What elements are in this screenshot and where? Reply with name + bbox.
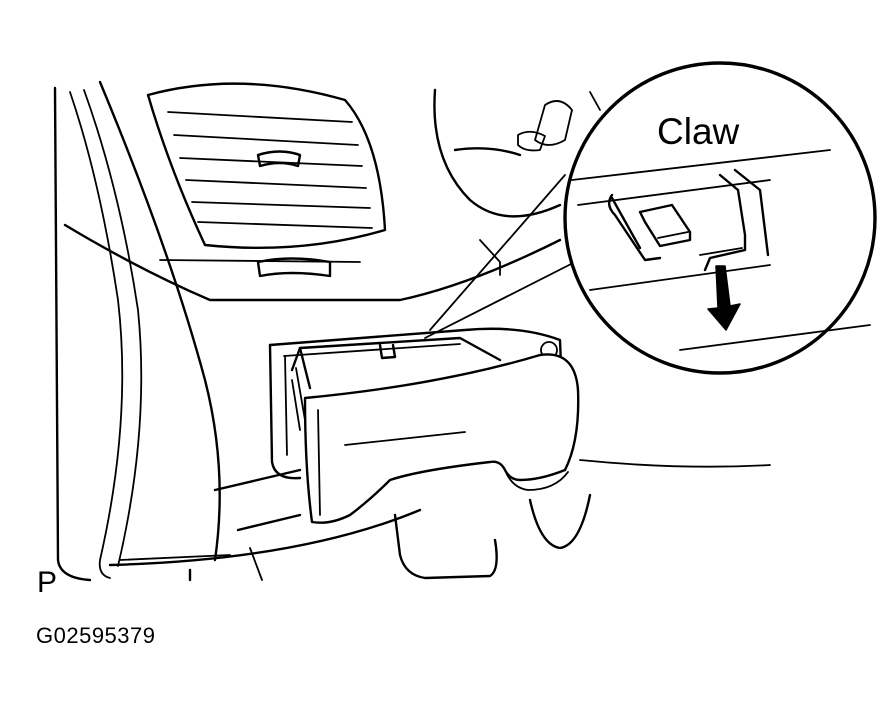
callout-leader <box>424 174 576 339</box>
lower-dash <box>393 459 771 580</box>
air-vent <box>146 82 387 278</box>
glove-box <box>290 336 580 524</box>
claw-callout-label: Claw <box>657 111 740 152</box>
arrow-down-icon <box>707 265 741 331</box>
dashboard-panel <box>53 80 562 582</box>
claw-detail-circle <box>563 61 877 375</box>
console-contour <box>433 88 601 276</box>
view-marker-label: P <box>37 566 58 599</box>
figure-id-label: G02595379 <box>36 623 156 648</box>
